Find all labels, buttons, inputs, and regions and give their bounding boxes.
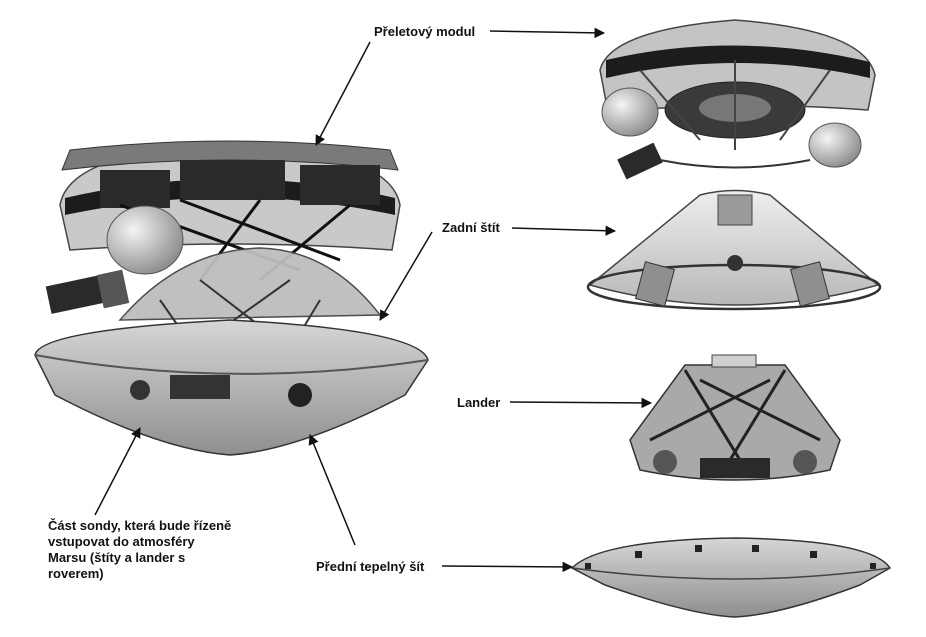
arrow-heat-shield [441, 561, 574, 573]
label-lander: Lander [457, 395, 501, 410]
exploded-backshell [586, 189, 882, 311]
assembled-heat-shield [34, 319, 429, 456]
exploded-cruise-stage [599, 19, 876, 180]
arrow-lander [509, 397, 653, 409]
assembled-spacecraft [34, 140, 429, 456]
arrow-cruise-right [489, 27, 606, 39]
assembled-cruise-stage [45, 140, 401, 314]
arrow-entry-left [94, 427, 141, 516]
assembled-backshell [118, 247, 382, 321]
arrow-entry-right [308, 434, 356, 546]
label-cruise-stage: Přeletový modul [374, 24, 476, 39]
arrow-backshell-left [379, 231, 433, 321]
exploded-lander [629, 354, 841, 481]
arrow-cruise-left [315, 41, 371, 146]
label-heat-shield: Přední tepelný šít [316, 559, 425, 574]
pointer-arrows [94, 27, 653, 573]
label-entry-vehicle: Část sondy, která bude řízeně vstupovat … [48, 518, 232, 581]
arrow-backshell-right [511, 225, 617, 236]
exploded-heat-shield [570, 537, 892, 618]
assembled-thruster [45, 269, 130, 314]
label-backshell: Zadní štít [442, 220, 500, 235]
